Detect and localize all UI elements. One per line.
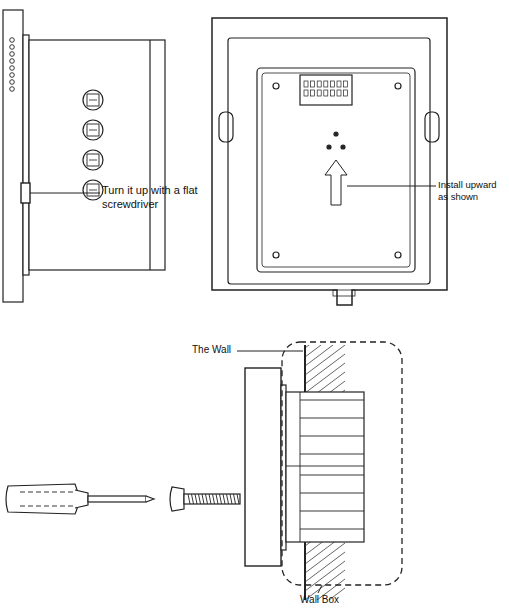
leader-line bbox=[347, 186, 436, 187]
device-side-view bbox=[3, 10, 165, 302]
part-label: The Wall bbox=[192, 344, 231, 357]
leader-line bbox=[318, 585, 322, 593]
instruction-label: Turn it up with a flat screwdriver bbox=[102, 184, 220, 212]
leader-line bbox=[237, 351, 303, 352]
installation-view bbox=[6, 300, 402, 613]
device-back-view bbox=[212, 18, 447, 305]
part-label: Wall Box bbox=[300, 594, 339, 607]
instruction-label: Install upward as shown bbox=[438, 179, 506, 203]
leader-line bbox=[30, 193, 100, 194]
